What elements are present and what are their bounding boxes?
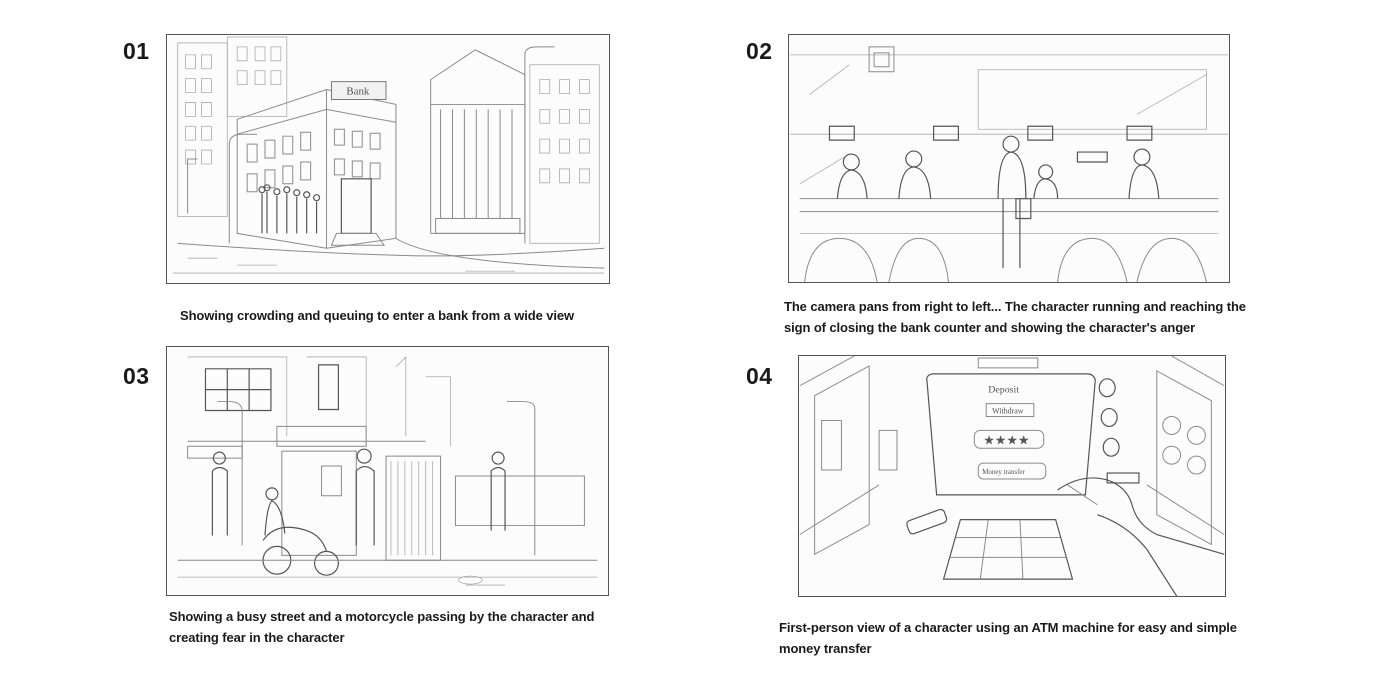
panel-number: 04 (746, 363, 773, 389)
panel-number: 02 (746, 38, 773, 64)
atm-pin-display: ★★★★ (983, 433, 1029, 447)
bank-counter-sketch (789, 46, 1229, 282)
bank-sign-text: Bank (346, 86, 370, 98)
storyboard-frame-bank-street: Bank (166, 34, 610, 284)
panel-number: 03 (123, 363, 150, 389)
atm-screen-title: Deposit (988, 385, 1019, 396)
atm-sketch: Deposit Withdraw ★★★★ Money transfer (799, 356, 1225, 596)
busy-street-sketch (177, 355, 598, 586)
panel-caption: First-person view of a character using a… (779, 620, 1237, 656)
panel-caption: The camera pans from right to left... Th… (784, 299, 1246, 335)
atm-screen-option: Withdraw (992, 407, 1024, 416)
bank-street-sketch: Bank (172, 36, 605, 274)
panel-caption: Showing crowding and queuing to enter a … (180, 308, 575, 323)
storyboard-frame-busy-street (166, 346, 609, 596)
storyboard-frame-bank-counter (788, 34, 1230, 283)
panel-number: 01 (123, 38, 150, 64)
panel-caption: Showing a busy street and a motorcycle p… (169, 609, 595, 645)
storyboard-frame-atm: Deposit Withdraw ★★★★ Money transfer (798, 355, 1226, 597)
atm-transfer-option: Money transfer (982, 468, 1025, 476)
